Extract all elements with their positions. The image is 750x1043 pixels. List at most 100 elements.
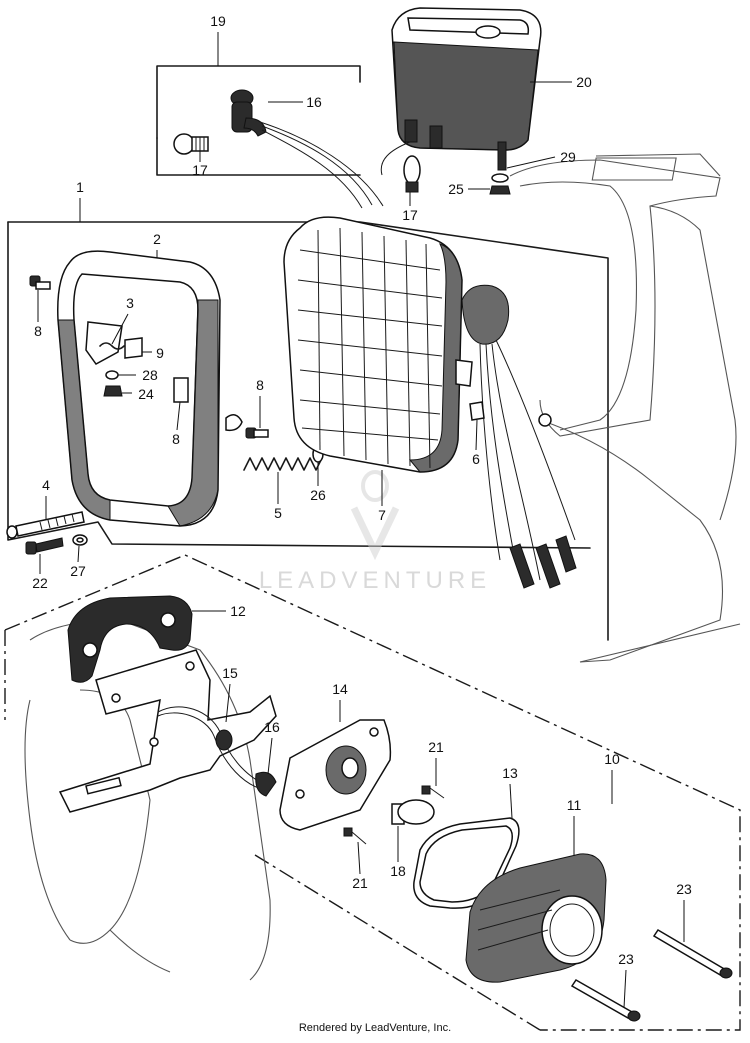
callout-3: 3 bbox=[111, 295, 134, 345]
callout-6: 6 bbox=[472, 419, 480, 467]
svg-text:16: 16 bbox=[306, 94, 322, 110]
svg-text:8: 8 bbox=[172, 431, 180, 447]
bulb-17-top bbox=[173, 133, 209, 155]
callout-15: 15 bbox=[222, 665, 238, 723]
bracket-10-frame bbox=[4, 554, 741, 1031]
callout-8-right: 8 bbox=[256, 377, 264, 428]
svg-text:21: 21 bbox=[428, 739, 444, 755]
watermark-text: LEADVENTURE bbox=[259, 567, 491, 594]
svg-text:4: 4 bbox=[42, 477, 50, 493]
callout-25: 25 bbox=[448, 181, 490, 197]
callout-29: 29 bbox=[506, 149, 576, 169]
callout-7: 7 bbox=[378, 470, 386, 523]
screw-23-lower bbox=[570, 979, 641, 1022]
svg-text:3: 3 bbox=[126, 295, 134, 311]
callout-9: 9 bbox=[142, 345, 164, 361]
callout-26: 26 bbox=[310, 462, 326, 503]
svg-text:12: 12 bbox=[230, 603, 246, 619]
svg-text:19: 19 bbox=[210, 13, 226, 29]
callout-17-top: 17 bbox=[192, 150, 208, 178]
headlight-wires bbox=[479, 339, 577, 589]
callout-2: 2 bbox=[153, 231, 161, 258]
callout-1: 1 bbox=[76, 179, 84, 222]
callout-20: 20 bbox=[530, 74, 592, 90]
callout-8-left: 8 bbox=[34, 290, 42, 339]
svg-text:10: 10 bbox=[604, 751, 620, 767]
callout-11: 11 bbox=[567, 797, 582, 856]
bulb-17-bottom bbox=[403, 155, 421, 193]
svg-text:23: 23 bbox=[618, 951, 634, 967]
bolt-4 bbox=[6, 511, 85, 539]
callout-21-bottom: 21 bbox=[352, 841, 368, 891]
bolt-22 bbox=[25, 537, 64, 555]
callout-14: 14 bbox=[332, 681, 348, 722]
screw-23-upper bbox=[652, 928, 733, 979]
callout-16-top: 16 bbox=[268, 94, 322, 110]
callout-10: 10 bbox=[604, 751, 620, 804]
bulb-18 bbox=[391, 799, 435, 825]
tail-light-base-14 bbox=[279, 719, 392, 831]
screw-8-right bbox=[245, 427, 269, 439]
tail-lens-11 bbox=[465, 853, 607, 983]
svg-text:17: 17 bbox=[402, 207, 418, 223]
bracket-19-frame bbox=[156, 65, 361, 176]
svg-text:11: 11 bbox=[567, 797, 582, 813]
callout-16-bottom: 16 bbox=[264, 719, 280, 775]
svg-text:18: 18 bbox=[390, 863, 406, 879]
svg-text:17: 17 bbox=[192, 162, 208, 178]
callout-24: 24 bbox=[122, 386, 154, 402]
svg-text:21: 21 bbox=[352, 875, 368, 891]
svg-text:14: 14 bbox=[332, 681, 348, 697]
svg-text:16: 16 bbox=[264, 719, 280, 735]
svg-text:24: 24 bbox=[138, 386, 154, 402]
svg-text:7: 7 bbox=[378, 507, 386, 523]
screw-21-bottom bbox=[343, 827, 367, 845]
svg-text:5: 5 bbox=[274, 505, 282, 521]
callout-4: 4 bbox=[42, 477, 50, 520]
callout-22: 22 bbox=[32, 554, 48, 591]
svg-text:15: 15 bbox=[222, 665, 238, 681]
plate-9 bbox=[124, 337, 143, 359]
spring-3 bbox=[99, 342, 125, 350]
svg-text:8: 8 bbox=[256, 377, 264, 393]
svg-text:25: 25 bbox=[448, 181, 464, 197]
watermark-logo bbox=[350, 470, 400, 561]
callout-17-bottom: 17 bbox=[402, 192, 418, 223]
svg-text:27: 27 bbox=[70, 563, 86, 579]
license-plate-holder bbox=[58, 649, 277, 813]
spring-5 bbox=[243, 457, 323, 471]
washer-27 bbox=[72, 534, 88, 546]
nut-24 bbox=[103, 385, 123, 397]
headlight-rim-2 bbox=[57, 250, 243, 527]
screw-21-top bbox=[421, 785, 445, 799]
speedometer-20 bbox=[380, 7, 542, 176]
svg-text:8: 8 bbox=[34, 323, 42, 339]
svg-text:13: 13 bbox=[502, 765, 518, 781]
washer-28 bbox=[105, 370, 119, 380]
callout-8-rim: 8 bbox=[172, 401, 181, 447]
svg-text:26: 26 bbox=[310, 487, 326, 503]
svg-text:29: 29 bbox=[560, 149, 576, 165]
callout-23-upper: 23 bbox=[676, 881, 692, 942]
washer-29 bbox=[491, 173, 509, 183]
screw-8-left bbox=[29, 275, 51, 290]
callout-21-top: 21 bbox=[428, 739, 444, 786]
headlight-unit-7 bbox=[283, 216, 510, 473]
svg-text:20: 20 bbox=[576, 74, 592, 90]
callout-12: 12 bbox=[192, 603, 246, 619]
svg-text:2: 2 bbox=[153, 231, 161, 247]
grommet-16-bottom bbox=[215, 729, 277, 797]
svg-text:1: 1 bbox=[76, 179, 84, 195]
svg-text:9: 9 bbox=[156, 345, 164, 361]
headlight-case-outline bbox=[509, 153, 741, 663]
callout-19: 19 bbox=[210, 13, 226, 66]
callout-27: 27 bbox=[70, 545, 86, 579]
footer-credit: Rendered by LeadVenture, Inc. bbox=[298, 1022, 452, 1034]
bracket-1-frame bbox=[7, 221, 609, 641]
grommet-6 bbox=[469, 401, 485, 421]
svg-text:6: 6 bbox=[472, 451, 480, 467]
callout-28: 28 bbox=[118, 367, 158, 383]
license-bracket-12 bbox=[67, 595, 193, 683]
callout-5: 5 bbox=[274, 472, 282, 521]
